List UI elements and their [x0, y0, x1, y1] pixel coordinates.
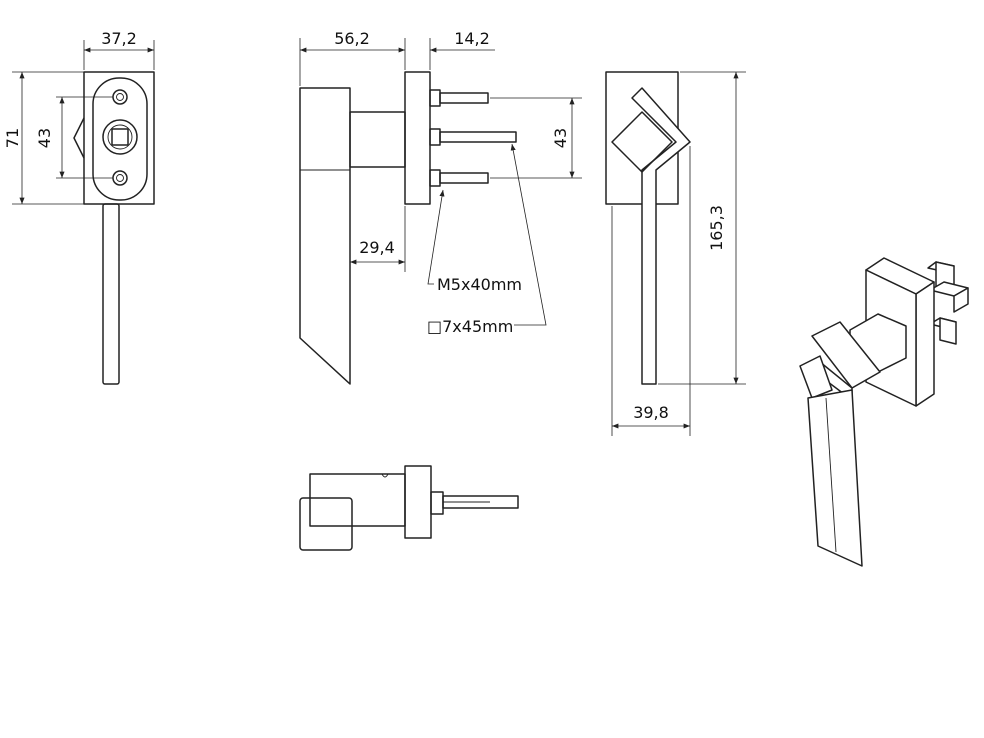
front-screw-bottom: [112, 170, 128, 186]
side-handle-body: [299, 87, 351, 385]
side-screw-head-bottom: [429, 169, 441, 187]
dim-side-plate-depth: 14,2: [454, 29, 490, 48]
top-view: [299, 465, 519, 551]
dim-side-hole-spacing: 43: [551, 128, 570, 148]
side-screw-top: [439, 92, 489, 104]
isometric-view: [799, 257, 969, 567]
side-spindle-collar: [429, 128, 441, 146]
iso-handle-lever: [807, 389, 863, 567]
callout-spindle: □7x45mm: [427, 317, 513, 336]
side-neck: [349, 111, 406, 168]
top-handle-grip: [299, 497, 353, 551]
iso-base-plate-side: [915, 281, 935, 407]
top-collar: [430, 491, 444, 515]
front-screw-top: [112, 89, 128, 105]
dim-side-offset: 29,4: [359, 238, 395, 257]
side-screw-head-top: [429, 89, 441, 107]
top-neck: [309, 473, 406, 527]
dim-back-width: 39,8: [633, 403, 669, 422]
dim-front-height: 71: [3, 128, 22, 148]
iso-boss-top: [811, 321, 881, 389]
dim-back-height: 165,3: [707, 205, 726, 251]
front-spindle-square: [111, 128, 129, 146]
back-square-boss: [611, 111, 673, 173]
front-spindle-boss: [102, 119, 138, 155]
dim-front-width: 37,2: [101, 29, 137, 48]
top-base-plate: [404, 465, 432, 539]
side-screw-bottom: [439, 172, 489, 184]
side-view: [299, 71, 517, 385]
dim-side-length: 56,2: [334, 29, 370, 48]
side-dimensions: 56,2 14,2 29,4 43 M5x40mm □7x45mm: [299, 29, 582, 336]
front-dimensions: 37,2 71 43: [3, 29, 155, 205]
side-base-plate: [404, 71, 431, 205]
front-handle-lever: [102, 203, 120, 385]
dim-front-hole-spacing: 43: [35, 128, 54, 148]
front-rosette: [92, 77, 148, 201]
back-handle-lever: [631, 87, 691, 385]
callout-screw: M5x40mm: [437, 275, 522, 294]
front-view: [73, 71, 155, 385]
front-side-lever: [73, 117, 85, 159]
side-spindle: [439, 131, 517, 143]
back-dimensions: 165,3 39,8: [611, 71, 746, 436]
back-view: [605, 71, 691, 385]
